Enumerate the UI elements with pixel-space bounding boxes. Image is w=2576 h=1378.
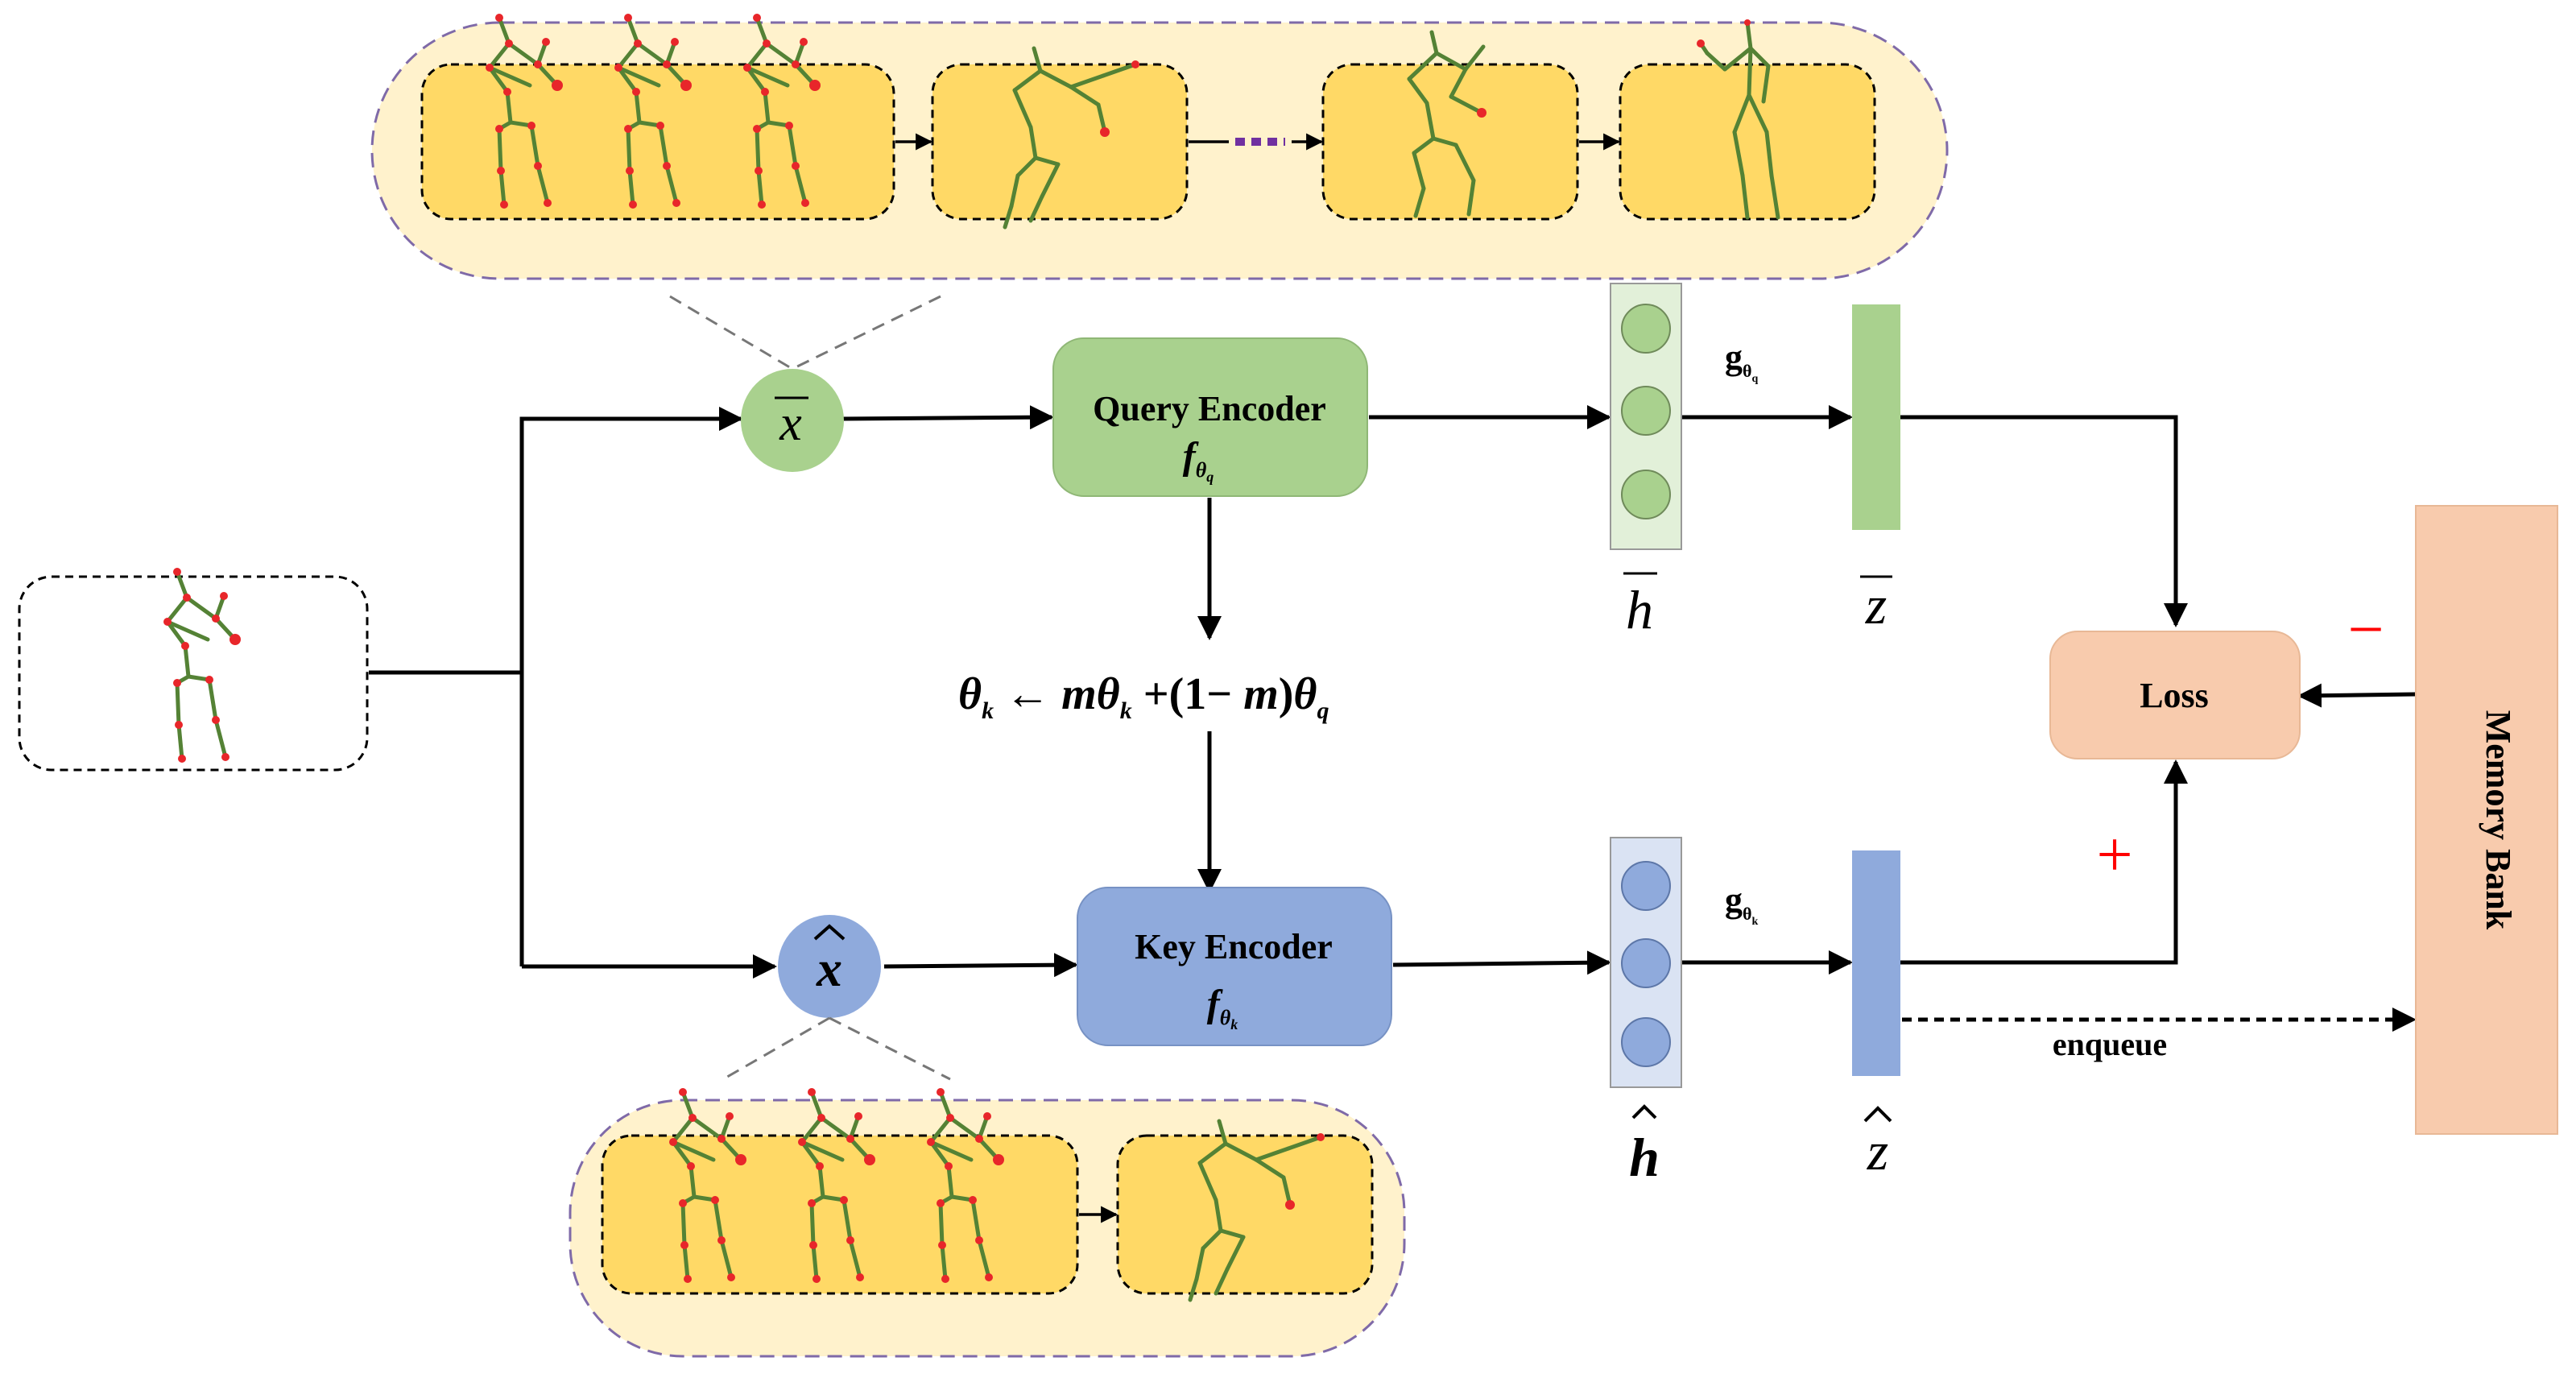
zoom-connector-line (722, 1016, 830, 1081)
query-encoder-subscript: θ (1196, 458, 1207, 482)
query-sequence-frame-group-1 (420, 63, 895, 221)
loss-label: Loss (2140, 676, 2209, 715)
key-encoder: Key Encoder fθk (1077, 887, 1392, 1046)
z-hat-embedding (1852, 850, 1900, 1076)
h-hat-feature-vector (1610, 837, 1682, 1088)
memory-bank-label: Memory Bank (2479, 710, 2518, 930)
key-encoder-title: Key Encoder (1135, 927, 1333, 966)
key-encoder-subscript: θ (1220, 1006, 1231, 1029)
h-bar-label-group: h (1623, 572, 1657, 640)
key-sequence-frame-group-2 (1116, 1134, 1374, 1295)
z-hat-label-group: z (1863, 1106, 1892, 1181)
query-encoder-subscript-2: q (1206, 469, 1214, 485)
memory-bank: Memory Bank (2415, 505, 2558, 1135)
query-augmented-sequence (370, 14, 1949, 280)
h-hat-label: h (1629, 1127, 1660, 1188)
loss-box: Loss (2049, 631, 2301, 759)
h-bar-feature-vector (1610, 283, 1682, 550)
query-encoder-title: Query Encoder (1093, 389, 1326, 428)
zoom-connector-line (792, 295, 941, 370)
zoom-connector-line (829, 1016, 951, 1081)
z-hat-label: z (1867, 1120, 1888, 1181)
positive-sign: + (2096, 820, 2132, 891)
z-bar-embedding (1852, 304, 1900, 530)
x-hat-node: x (778, 915, 881, 1018)
query-encoder: Query Encoder fθq (1052, 337, 1368, 497)
zoom-connector-line (669, 295, 793, 370)
h-bar-label: h (1626, 579, 1653, 640)
query-sequence-frame-group-2 (931, 63, 1189, 221)
key-encoder-subscript-2: k (1230, 1016, 1238, 1032)
query-projection-head-label: gθq (1725, 337, 1758, 385)
key-augmented-sequence (569, 1088, 1406, 1358)
momentum-update-formula: θk ← mθk +(1− m)θq (958, 669, 1329, 724)
negative-sign: − (2347, 594, 2384, 665)
x-hat-label: x (816, 940, 842, 997)
x-bar-node: x (741, 369, 844, 472)
z-bar-label: z (1865, 574, 1887, 635)
enqueue-label: enqueue (2053, 1026, 2167, 1062)
x-bar-label: x (779, 396, 802, 451)
key-projection-head-label: gθk (1725, 880, 1758, 928)
key-encoder-symbol: f (1207, 983, 1223, 1025)
h-hat-label-group: h (1629, 1104, 1660, 1188)
svg-text:fθk: fθk (1207, 983, 1238, 1032)
z-bar-label-group: z (1860, 574, 1892, 635)
key-sequence-frame-group-1 (601, 1134, 1079, 1295)
flow-connectors (369, 405, 2417, 1032)
query-encoder-symbol: f (1183, 435, 1199, 478)
svg-text:fθq: fθq (1183, 435, 1214, 485)
input-skeleton-box (18, 568, 369, 772)
